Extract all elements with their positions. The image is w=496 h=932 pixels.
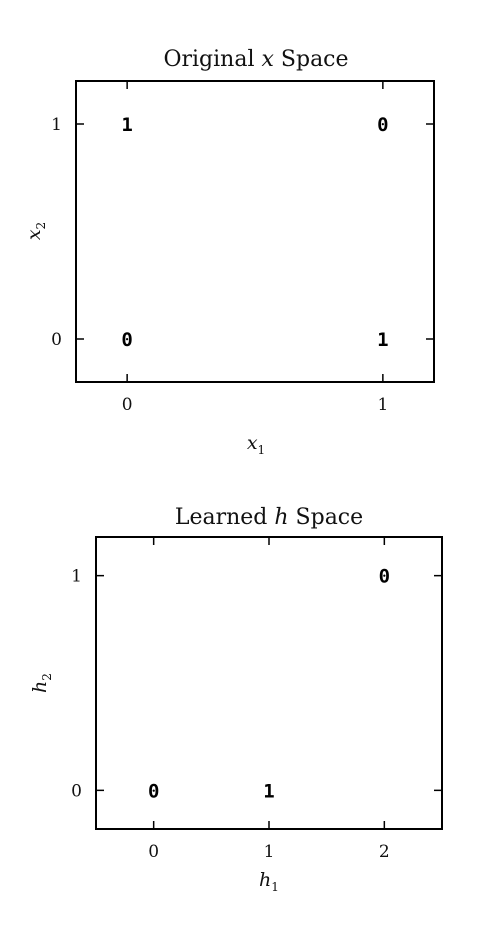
y-axis-label: x2 [23, 222, 48, 240]
chart-learned-h-space: Learned h Space 0 1 2 0 1 0 0 1 h1 h2 [29, 505, 443, 894]
data-point-label: 0 [148, 780, 159, 802]
data-point-label: 0 [377, 114, 388, 136]
x-tick-label: 2 [379, 842, 390, 862]
data-point-label: 1 [121, 114, 132, 136]
chart-title: Original x Space [163, 47, 348, 72]
y-axis-label: h2 [29, 673, 54, 693]
data-point-label: 0 [379, 566, 390, 588]
chart-original-x-space: Original x Space 0 1 0 1 1 0 0 1 x1 x2 [23, 47, 435, 457]
x-axis-label: h1 [259, 869, 279, 894]
y-tick-label: 0 [71, 781, 82, 801]
data-point-label: 0 [121, 329, 132, 351]
plot-frame [75, 80, 435, 383]
chart-title: Learned h Space [175, 505, 363, 530]
x-tick-label: 0 [148, 842, 159, 862]
x-tick-label: 0 [122, 395, 133, 415]
x-tick-label: 1 [377, 395, 388, 415]
x-tick-label: 1 [264, 842, 275, 862]
y-tick-label: 0 [51, 330, 62, 350]
data-point-label: 1 [263, 780, 274, 802]
data-point-label: 1 [377, 329, 388, 351]
x-axis-label: x1 [247, 432, 265, 457]
y-tick-label: 1 [51, 115, 62, 135]
y-tick-label: 1 [71, 567, 82, 587]
